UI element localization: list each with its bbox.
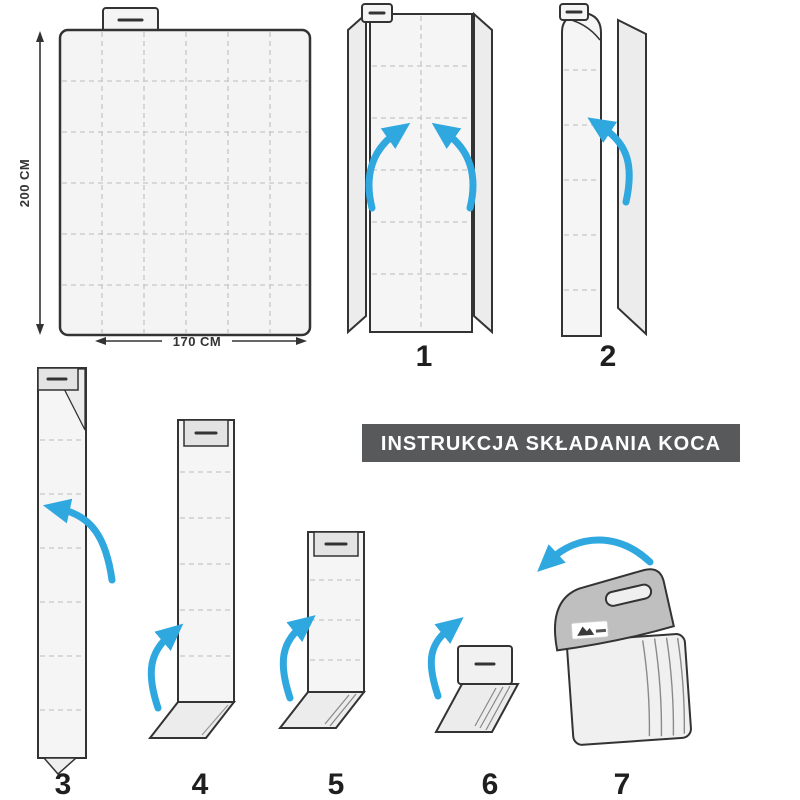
step-2-label: 2	[600, 340, 617, 373]
step-7-figure: 7	[537, 536, 692, 800]
bottom-fold-flap	[147, 701, 237, 739]
fold-arrow-icon	[431, 122, 477, 212]
stack-pleat-lines	[324, 693, 357, 727]
brand-logo-icon	[571, 620, 609, 640]
grid-lines	[40, 439, 84, 711]
fold-arrow-icon	[279, 615, 316, 702]
accordion-pleat-lines	[641, 637, 686, 737]
banner-background	[362, 424, 740, 462]
fold-arrow-icon	[587, 117, 633, 206]
step-6-label: 6	[482, 768, 499, 800]
step-5-figure: 5	[277, 531, 367, 800]
stack-pleat-lines	[474, 685, 511, 731]
blanket-unfolded-figure: 200 CM 170 CM	[17, 7, 312, 349]
step-3-figure: 3	[37, 367, 116, 800]
height-dimension-label: 200 CM	[17, 159, 32, 208]
grid-lines	[372, 16, 470, 330]
step-3-label: 3	[55, 768, 72, 800]
step-2-figure: 2	[559, 3, 647, 373]
blanket-grid-lines	[62, 32, 308, 333]
step-1-figure: 1	[347, 3, 493, 373]
step-4-figure: 4	[147, 419, 237, 800]
step-1-label: 1	[416, 340, 433, 373]
left-fold-flap	[347, 11, 367, 335]
bottom-tip-fold	[42, 757, 78, 776]
step-4-label: 4	[192, 768, 209, 800]
folded-strip	[37, 367, 87, 759]
blanket-body	[58, 28, 312, 337]
width-dimension-arrow-icon	[95, 337, 307, 345]
bag-handle-slot	[604, 583, 653, 607]
step-5-label: 5	[328, 768, 345, 800]
height-dimension-arrow-icon	[36, 31, 44, 335]
folded-strip	[307, 531, 365, 693]
step-7-label: 7	[614, 768, 631, 800]
bottom-fold-stack	[434, 683, 520, 733]
folded-bag	[553, 568, 692, 746]
folded-strip	[177, 419, 235, 703]
fold-arrow-icon	[147, 623, 184, 712]
flap-layer-line	[201, 704, 229, 736]
right-fold-flap	[473, 11, 493, 335]
fold-arrow-icon	[537, 536, 654, 572]
width-dimension-label: 170 CM	[173, 334, 222, 349]
fold-arrow-icon	[427, 617, 464, 700]
fold-arrow-icon	[365, 122, 411, 212]
instruction-banner: INSTRUKCJA SKŁADANIA KOCA	[362, 424, 740, 462]
folded-strip	[561, 12, 602, 337]
banner-title: INSTRUKCJA SKŁADANIA KOCA	[381, 433, 721, 455]
fold-arrow-icon	[42, 498, 116, 584]
step-6-figure: 6	[427, 617, 520, 800]
